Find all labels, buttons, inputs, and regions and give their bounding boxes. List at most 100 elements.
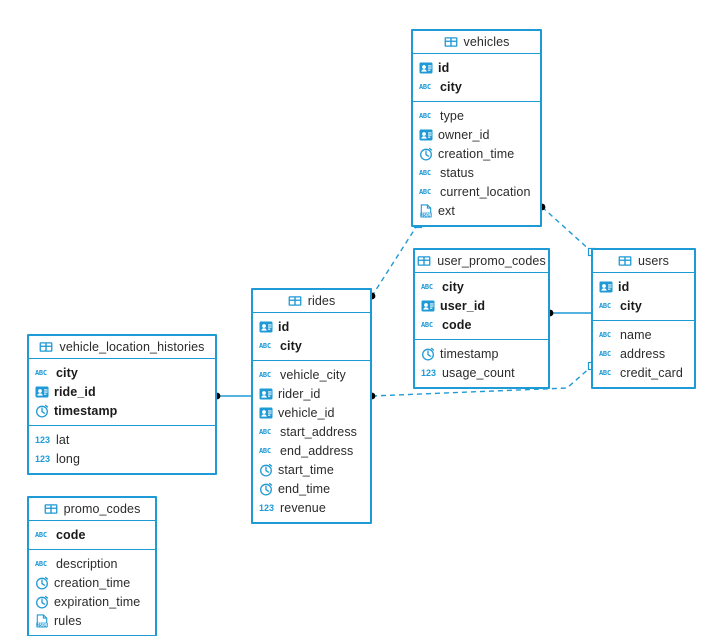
column-row[interactable]: creation_time <box>29 573 155 592</box>
table-icon <box>618 254 632 268</box>
column-row[interactable]: ABC city <box>415 277 548 296</box>
column-row[interactable]: timestamp <box>29 401 215 420</box>
column-row[interactable]: ride_id <box>29 382 215 401</box>
column-row[interactable]: id <box>253 317 370 336</box>
column-row[interactable]: rider_id <box>253 384 370 403</box>
abc-icon: ABC <box>599 301 611 310</box>
column-name: description <box>56 556 118 571</box>
table-icon <box>417 254 431 268</box>
clock-icon <box>421 347 435 361</box>
table-title: vehicles <box>463 35 510 49</box>
table-header[interactable]: users <box>593 250 694 273</box>
relationship-upc-to-users[interactable] <box>546 309 591 317</box>
column-name: id <box>438 60 450 75</box>
column-name: id <box>278 319 290 334</box>
clock-icon <box>419 147 433 161</box>
column-name: user_id <box>440 298 486 313</box>
column-row[interactable]: owner_id <box>413 125 540 144</box>
column-name: usage_count <box>442 365 515 380</box>
abc-icon: ABC <box>419 82 431 91</box>
json-icon: JSON <box>419 203 433 218</box>
table-header[interactable]: user_promo_codes <box>415 250 548 273</box>
column-row[interactable]: id <box>593 277 694 296</box>
table-header[interactable]: rides <box>253 290 370 313</box>
column-row[interactable]: vehicle_id <box>253 403 370 422</box>
column-row[interactable]: JSON ext <box>413 201 540 220</box>
table-header[interactable]: vehicles <box>413 31 540 54</box>
column-name: vehicle_city <box>280 367 346 382</box>
column-row[interactable]: user_id <box>415 296 548 315</box>
table-icon <box>444 35 458 49</box>
column-row[interactable]: ABC name <box>593 325 694 344</box>
column-row[interactable]: timestamp <box>415 344 548 363</box>
column-row[interactable]: ABC city <box>593 296 694 315</box>
column-row[interactable]: end_time <box>253 479 370 498</box>
column-name: creation_time <box>438 146 515 161</box>
column-row[interactable]: creation_time <box>413 144 540 163</box>
table-header[interactable]: promo_codes <box>29 498 155 521</box>
column-row[interactable]: id <box>413 58 540 77</box>
json-icon: JSON <box>35 613 49 628</box>
columns-section: ABC description creation_time expiration_ti… <box>29 550 155 635</box>
column-name: city <box>442 279 464 294</box>
column-name: end_address <box>280 443 354 458</box>
abc-icon: ABC <box>599 330 611 339</box>
column-name: city <box>620 298 642 313</box>
table-header[interactable]: vehicle_location_histories <box>29 336 215 359</box>
column-row[interactable]: ABC end_address <box>253 441 370 460</box>
abc-icon: ABC <box>421 282 433 291</box>
column-name: ext <box>438 203 455 218</box>
clock-icon <box>259 463 273 477</box>
column-name: expiration_time <box>54 594 141 609</box>
abc-icon: ABC <box>35 368 47 377</box>
column-name: name <box>620 327 652 342</box>
clock-icon <box>259 482 273 496</box>
key-id-icon <box>419 128 433 142</box>
column-row[interactable]: ABC vehicle_city <box>253 365 370 384</box>
abc-icon: ABC <box>35 559 47 568</box>
svg-text:JSON: JSON <box>421 212 431 217</box>
column-name: address <box>620 346 666 361</box>
abc-icon: ABC <box>259 370 271 379</box>
table-title: user_promo_codes <box>437 254 546 268</box>
relationship-vlh-to-rides[interactable] <box>213 392 251 400</box>
column-row[interactable]: expiration_time <box>29 592 155 611</box>
key-id-icon <box>259 406 273 420</box>
key-id-icon <box>35 385 49 399</box>
abc-icon: ABC <box>259 446 271 455</box>
column-name: city <box>440 79 462 94</box>
column-row[interactable]: ABC description <box>29 554 155 573</box>
column-name: rider_id <box>278 386 321 401</box>
column-row[interactable]: ABC city <box>413 77 540 96</box>
column-row[interactable]: start_time <box>253 460 370 479</box>
column-name: timestamp <box>54 403 118 418</box>
